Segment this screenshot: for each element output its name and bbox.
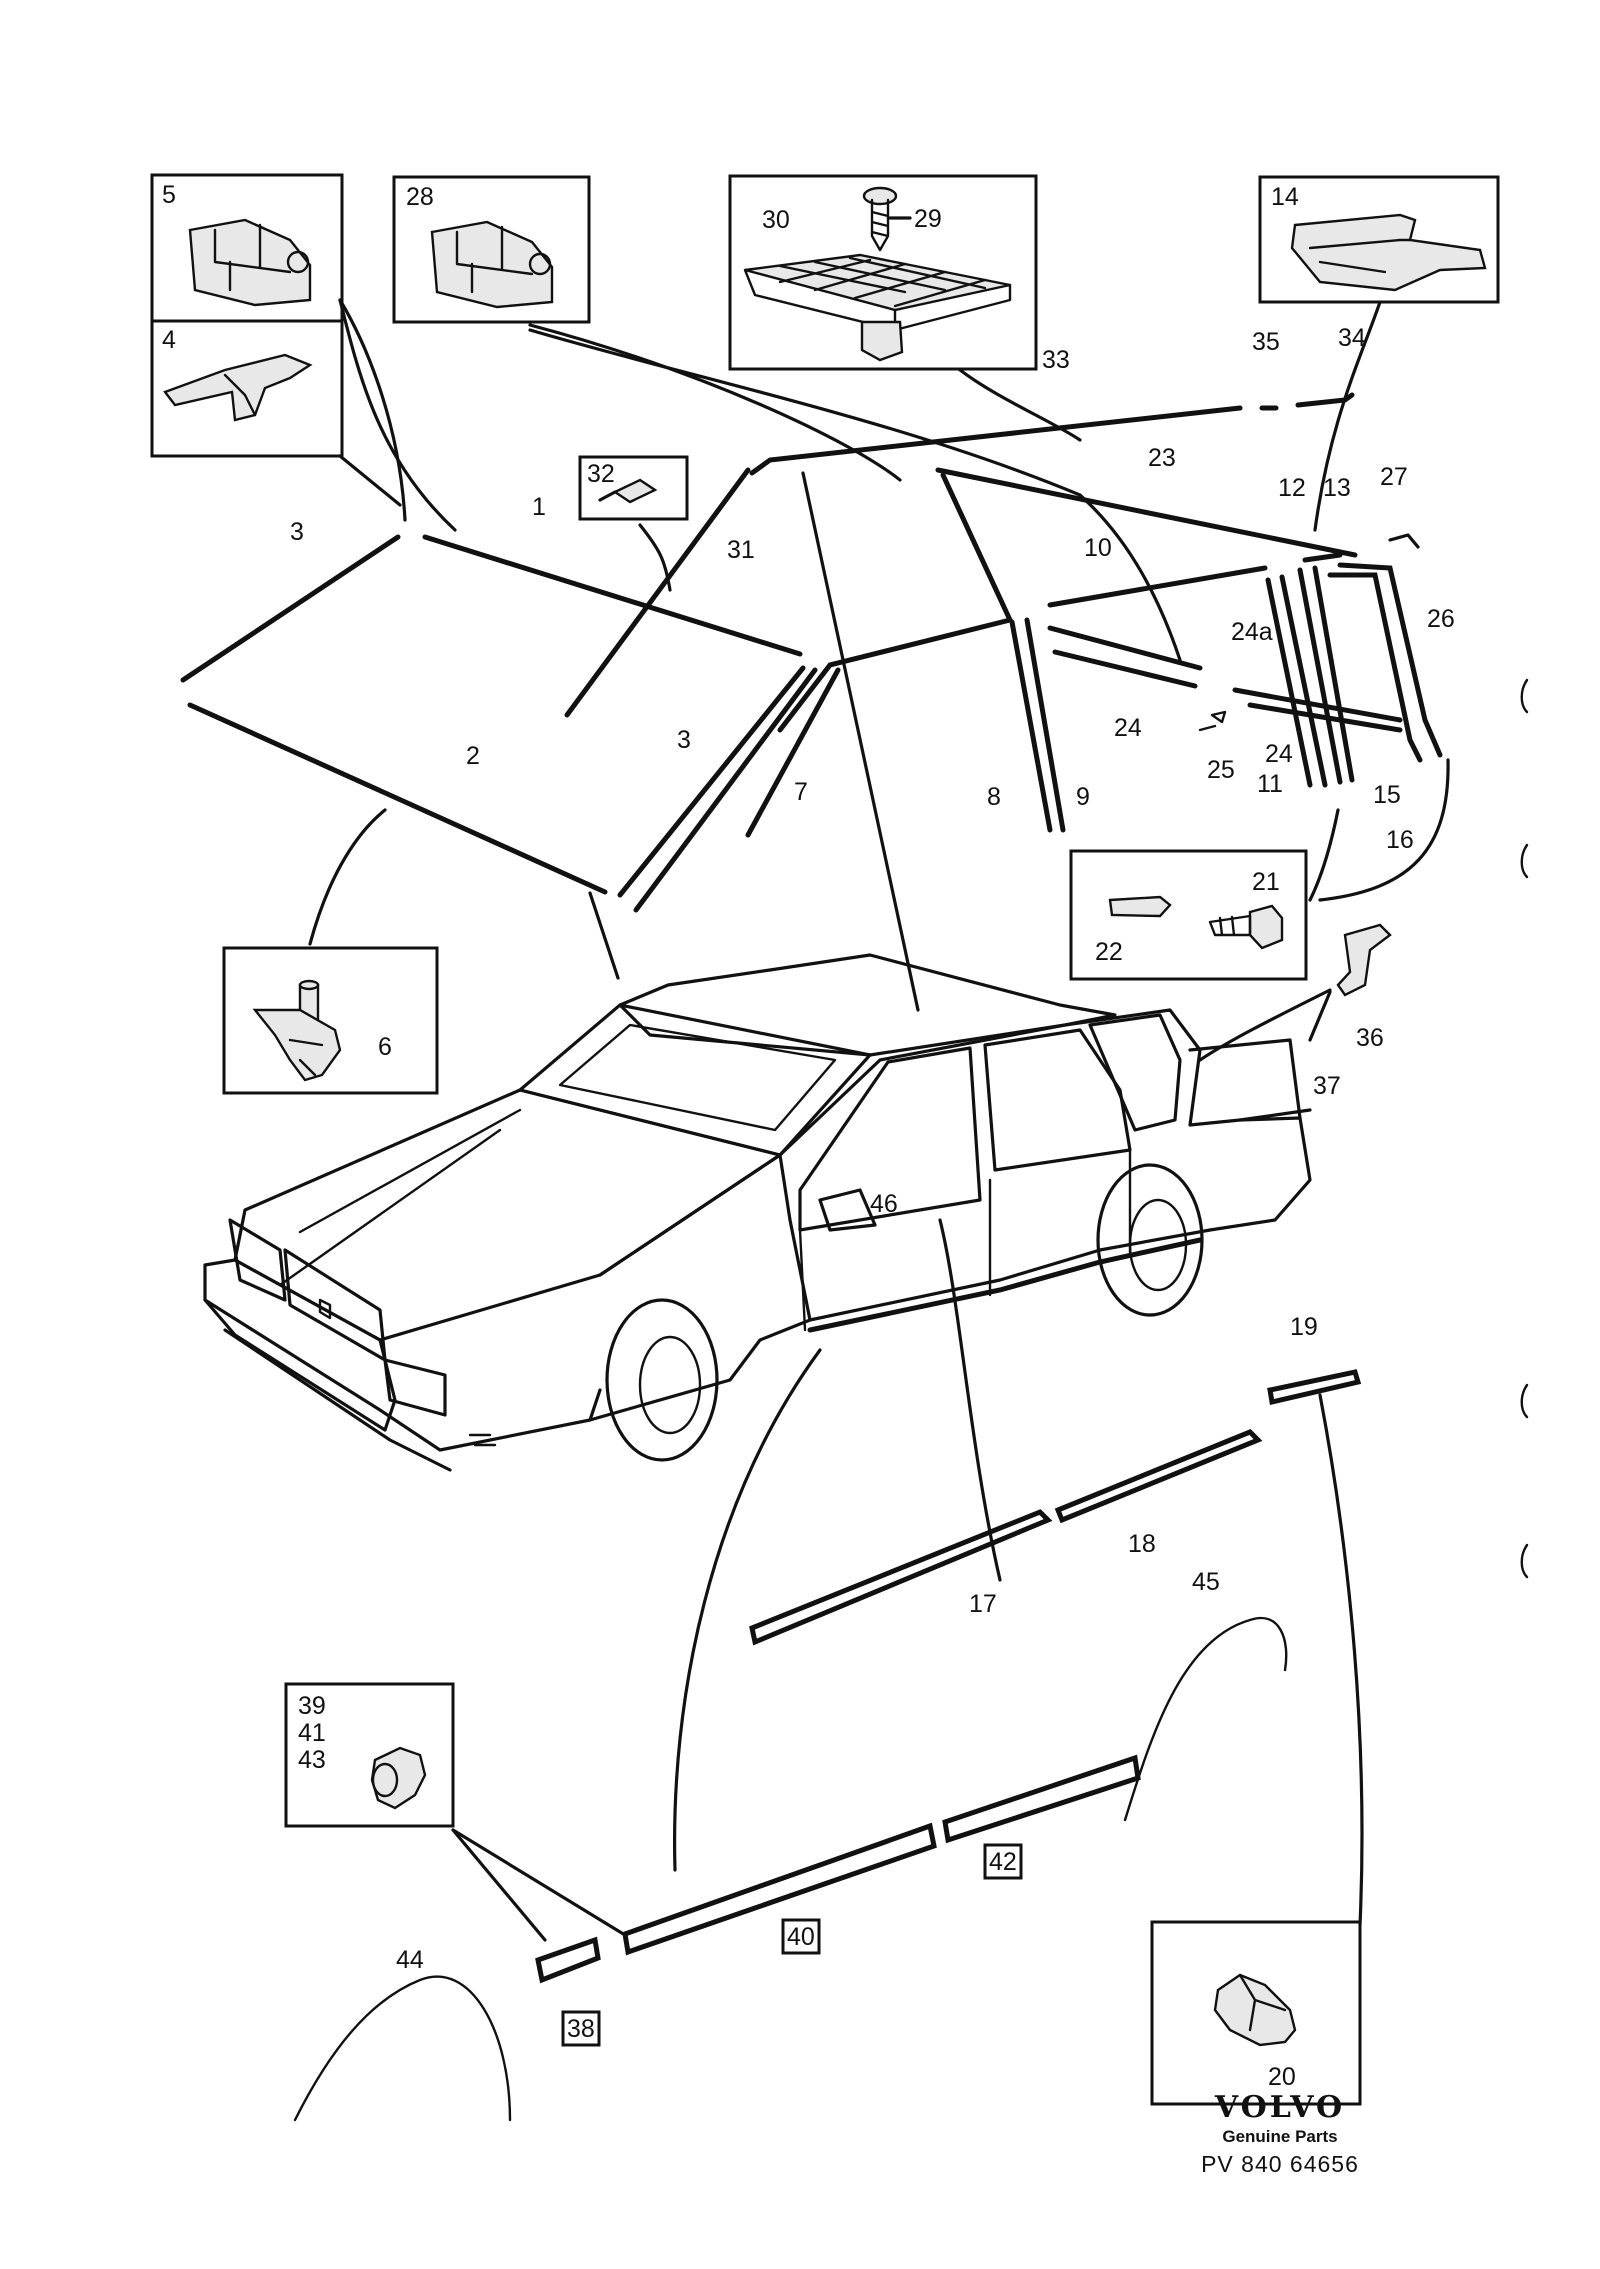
callout-10: 10	[1084, 534, 1112, 562]
callout-4: 4	[162, 326, 176, 354]
callout-45: 45	[1192, 1568, 1220, 1596]
callout-22: 22	[1095, 938, 1123, 966]
callout-44: 44	[396, 1946, 424, 1974]
callout-17: 17	[969, 1590, 997, 1618]
margin-marks	[1520, 678, 1529, 1579]
volvo-logo: VOLVO	[1214, 2090, 1346, 2125]
rivet-icon	[598, 478, 658, 504]
clip-icon	[252, 979, 342, 1082]
inset-box-6: 6	[222, 946, 439, 1095]
roof-moldings	[745, 405, 1443, 838]
callout-27: 27	[1380, 463, 1408, 491]
door-moldings	[749, 1369, 1362, 1646]
callout-18: 18	[1128, 1530, 1156, 1558]
callout-40: 40	[787, 1923, 815, 1951]
brand-subtitle: Genuine Parts	[1222, 2127, 1338, 2146]
callout-39: 39	[298, 1692, 326, 1720]
callout-29: 29	[914, 205, 942, 233]
callout-46: 46	[870, 1190, 898, 1218]
bracket-36	[1308, 923, 1392, 1042]
clip-icon	[1213, 1973, 1297, 2047]
brand-block: VOLVO Genuine Parts PV 840 64656	[1150, 2090, 1410, 2178]
inset-box-5: 5	[150, 173, 344, 323]
clip-icon	[370, 1746, 427, 1810]
callout-43: 43	[298, 1746, 326, 1774]
callout-33: 33	[1042, 346, 1070, 374]
callout-14: 14	[1271, 183, 1299, 211]
wheel-arch-moldings	[293, 1616, 1288, 2122]
callout-34: 34	[1338, 324, 1366, 352]
callout-42: 42	[989, 1848, 1017, 1876]
callout-23: 23	[1148, 444, 1176, 472]
callout-3a: 3	[290, 518, 304, 546]
callout-38-box: 38	[561, 2010, 601, 2047]
callout-41: 41	[298, 1719, 326, 1747]
callout-3b: 3	[677, 726, 691, 754]
callout-5: 5	[162, 181, 176, 209]
inset-box-22-21: 22 21	[1069, 849, 1308, 981]
plug-icon	[1108, 895, 1172, 918]
callout-24b: 24	[1265, 740, 1293, 768]
callout-16: 16	[1386, 826, 1414, 854]
inset-box-28: 28	[392, 175, 591, 324]
callout-8: 8	[987, 783, 1001, 811]
callout-11: 11	[1257, 770, 1283, 798]
screw-icon	[1208, 904, 1284, 950]
callout-21: 21	[1252, 868, 1280, 896]
retainer-plate-icon	[743, 253, 1012, 362]
windshield-moldings	[180, 467, 818, 913]
callout-28: 28	[406, 183, 434, 211]
callout-12: 12	[1278, 474, 1306, 502]
inset-box-14: 14	[1258, 175, 1500, 304]
callout-9: 9	[1076, 783, 1090, 811]
inset-box-32: 32	[578, 455, 689, 521]
clip-icon	[430, 220, 554, 309]
callout-30: 30	[762, 206, 790, 234]
callout-37: 37	[1313, 1072, 1341, 1100]
callout-7: 7	[794, 778, 808, 806]
clip-icon	[188, 218, 312, 307]
callout-24c: 24a	[1231, 618, 1273, 646]
callout-25: 25	[1207, 756, 1235, 784]
inset-box-4: 4	[150, 319, 344, 458]
callout-42-box: 42	[983, 1843, 1023, 1880]
callout-6: 6	[378, 1033, 392, 1061]
callout-32: 32	[587, 460, 615, 488]
inset-box-30-29: 30 29	[728, 174, 1038, 371]
callout-24a: 24	[1114, 714, 1142, 742]
callouts: 1 2 3 3 7 8 9 10 11 12 13 15 16 17 18 19…	[290, 324, 1455, 2047]
corner-piece-icon	[163, 353, 313, 422]
sill-moldings	[535, 1754, 1141, 1984]
callout-40-box: 40	[781, 1918, 821, 1955]
callout-38: 38	[567, 2015, 595, 2043]
callout-19: 19	[1290, 1313, 1318, 1341]
callout-35: 35	[1252, 328, 1280, 356]
leader-lines	[308, 298, 1450, 1942]
trim-end-piece-icon	[1290, 213, 1487, 292]
callout-1: 1	[532, 493, 546, 521]
screw-icon	[862, 186, 912, 252]
callout-2: 2	[466, 742, 480, 770]
callout-36: 36	[1356, 1024, 1384, 1052]
diagram-code: PV 840 64656	[1201, 2151, 1359, 2177]
inset-box-20: 20	[1150, 1920, 1362, 2106]
callout-13: 13	[1323, 474, 1351, 502]
callout-31: 31	[727, 536, 755, 564]
inset-box-39-41-43: 39 41 43	[284, 1682, 455, 1828]
callout-26: 26	[1427, 605, 1455, 633]
callout-15: 15	[1373, 781, 1401, 809]
car-body	[203, 953, 1312, 1472]
callout-20: 20	[1268, 2063, 1296, 2091]
